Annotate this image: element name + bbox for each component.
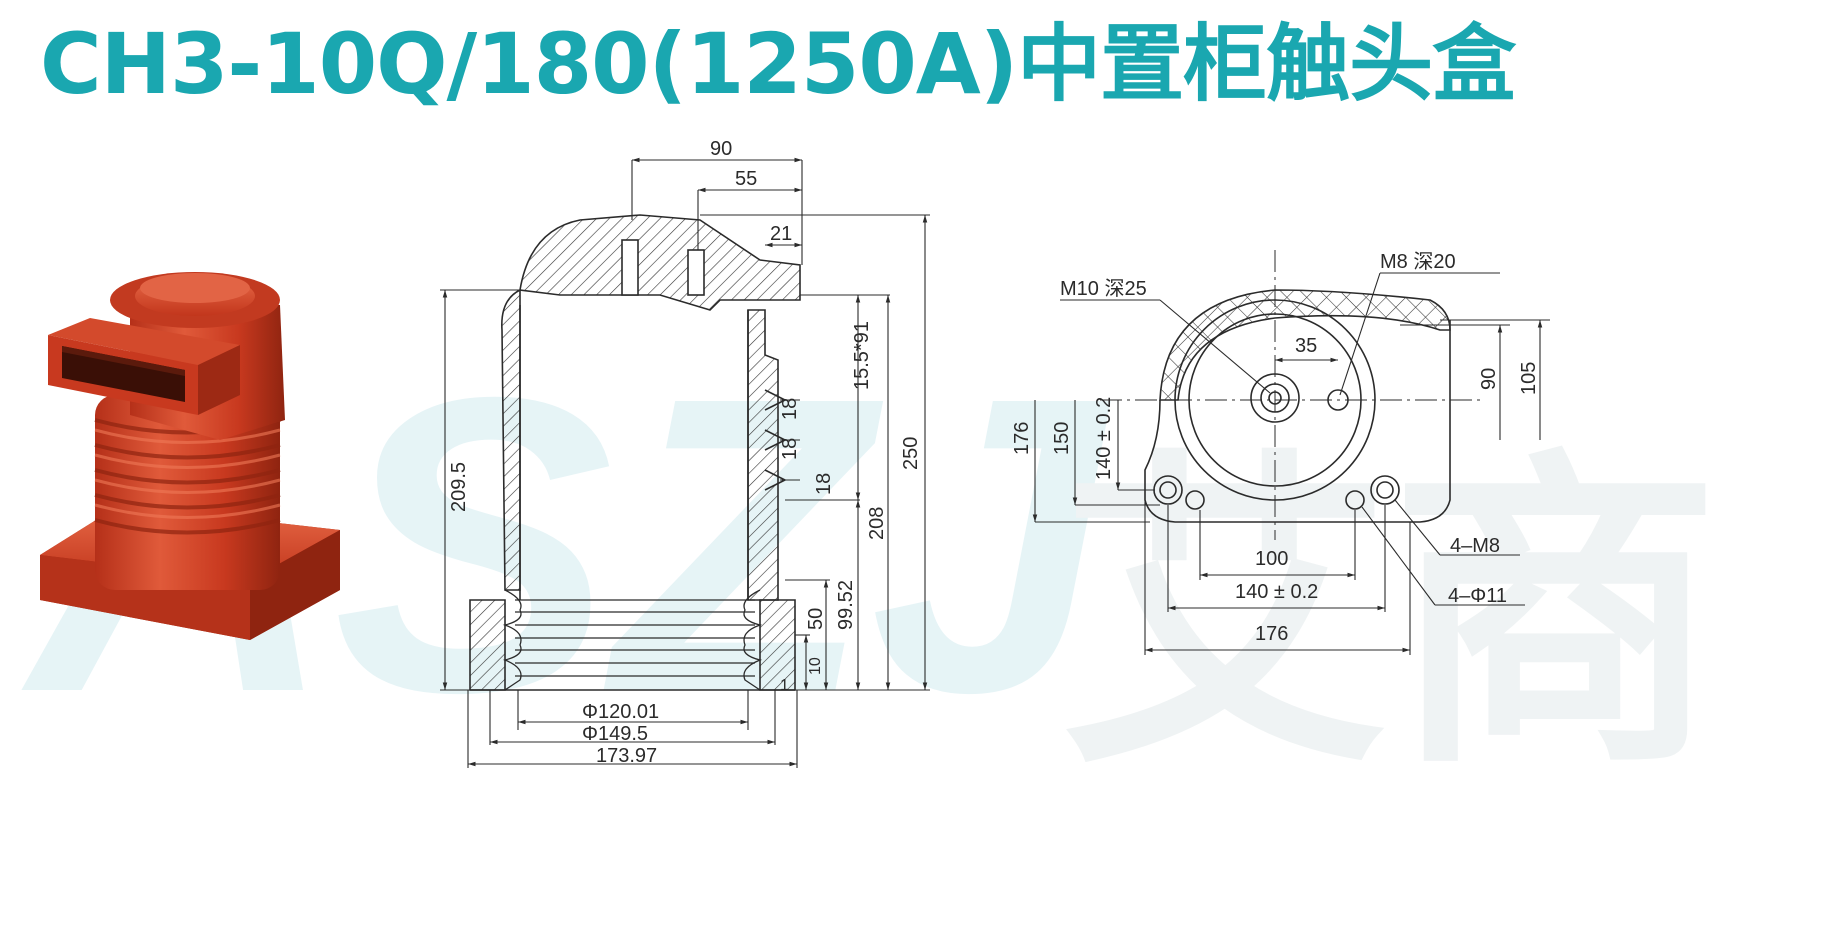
dim-18a: 18 [779, 398, 801, 420]
side-view-dimensions: 90 55 21 15.5*91 18 18 18 209.5 250 208 … [448, 138, 922, 767]
dim-90: 90 [710, 138, 732, 160]
dim-50: 50 [805, 608, 827, 630]
dim-1: 1 [780, 677, 789, 694]
dim-176-vertical: 176 [1011, 422, 1033, 455]
side-view-drawing [440, 157, 930, 768]
product-image [40, 272, 340, 640]
dim-99-52: 99.52 [835, 580, 857, 630]
dim-90-top: 90 [1478, 368, 1500, 390]
label-4-m8: 4–M8 [1450, 535, 1500, 557]
dim-phi120: Φ120.01 [582, 701, 659, 723]
dim-150: 150 [1051, 422, 1073, 455]
dim-55: 55 [735, 168, 757, 190]
dim-209-5: 209.5 [448, 462, 470, 512]
top-view-dimensions: M10 深25 M8 深20 35 90 105 176 150 140 ± 0… [1011, 250, 1540, 645]
dim-105: 105 [1518, 362, 1540, 395]
dim-173-97: 173.97 [596, 745, 657, 767]
dim-35: 35 [1295, 335, 1317, 357]
dim-208: 208 [866, 507, 888, 540]
page-title: CH3-10Q/180(1250A)中置柜触头盒 [40, 15, 1516, 113]
dim-21: 21 [770, 223, 792, 245]
dim-100: 100 [1255, 548, 1288, 570]
label-m8: M8 深20 [1380, 250, 1456, 273]
dim-10: 10 [807, 657, 824, 675]
dim-18b: 18 [779, 438, 801, 460]
dim-250: 250 [900, 437, 922, 470]
dim-phi149: Φ149.5 [582, 723, 648, 745]
label-m10: M10 深25 [1060, 277, 1147, 300]
dim-15-5x91: 15.5*91 [851, 321, 873, 390]
top-view-drawing [1032, 250, 1550, 655]
watermark-cjk: 艾商 [1060, 424, 1720, 808]
label-4-phi11: 4–Φ11 [1448, 585, 1507, 607]
dim-140-horizontal: 140 ± 0.2 [1235, 581, 1318, 603]
dim-176-horizontal: 176 [1255, 623, 1288, 645]
dim-140-vertical: 140 ± 0.2 [1093, 397, 1115, 480]
dim-18c: 18 [813, 473, 835, 495]
